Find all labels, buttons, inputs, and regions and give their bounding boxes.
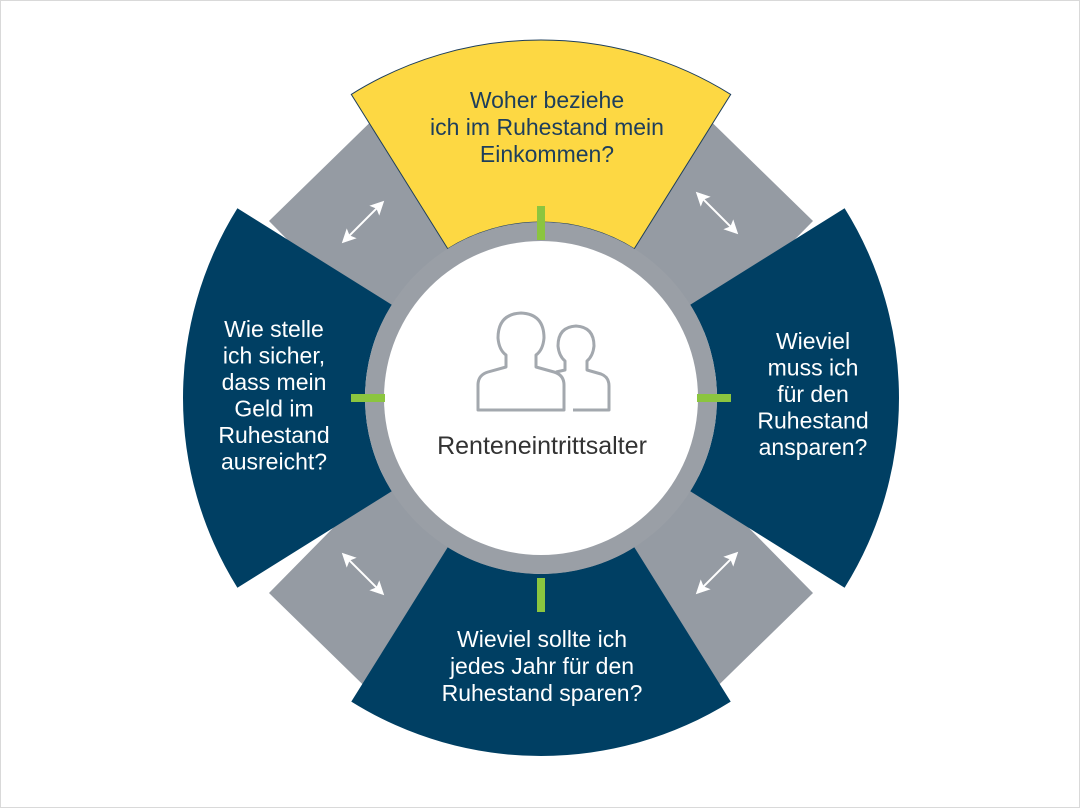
people-icon: [476, 311, 611, 412]
center-label: Renteneintrittsalter: [437, 432, 647, 460]
segment-bottom-line: Wieviel sollte ich: [457, 626, 627, 652]
segment-right-line: Ruhestand: [757, 408, 868, 434]
segment-bottom-line: Ruhestand sparen?: [442, 680, 643, 706]
segment-left-line: dass mein: [222, 369, 327, 395]
segment-right-line: Wieviel: [776, 328, 850, 354]
segment-right-line: ansparen?: [759, 434, 868, 460]
center-disc: [384, 241, 698, 555]
segment-right-line: für den: [777, 381, 849, 407]
tick-right: [697, 394, 731, 402]
tick-top: [537, 206, 545, 240]
segment-left-line: Wie stelle: [224, 316, 324, 342]
segment-left-line: Geld im: [234, 396, 313, 422]
segment-top-line: Woher beziehe: [470, 87, 624, 113]
segment-left: [183, 208, 392, 588]
segment-right: [690, 208, 899, 588]
ring-ticks: [351, 206, 731, 612]
segment-left-line: Ruhestand: [218, 422, 329, 448]
segment-top-line: ich im Ruhestand mein: [430, 114, 664, 140]
segment-left-line: ich sicher,: [223, 343, 325, 369]
segment-bottom: [351, 547, 731, 756]
segment-bottom-line: jedes Jahr für den: [449, 653, 634, 679]
segment-right-line: muss ich: [768, 355, 859, 381]
segment-left-line: ausreicht?: [221, 449, 327, 475]
tick-left: [351, 394, 385, 402]
tick-bottom: [537, 578, 545, 612]
segment-top-line: Einkommen?: [480, 141, 614, 167]
